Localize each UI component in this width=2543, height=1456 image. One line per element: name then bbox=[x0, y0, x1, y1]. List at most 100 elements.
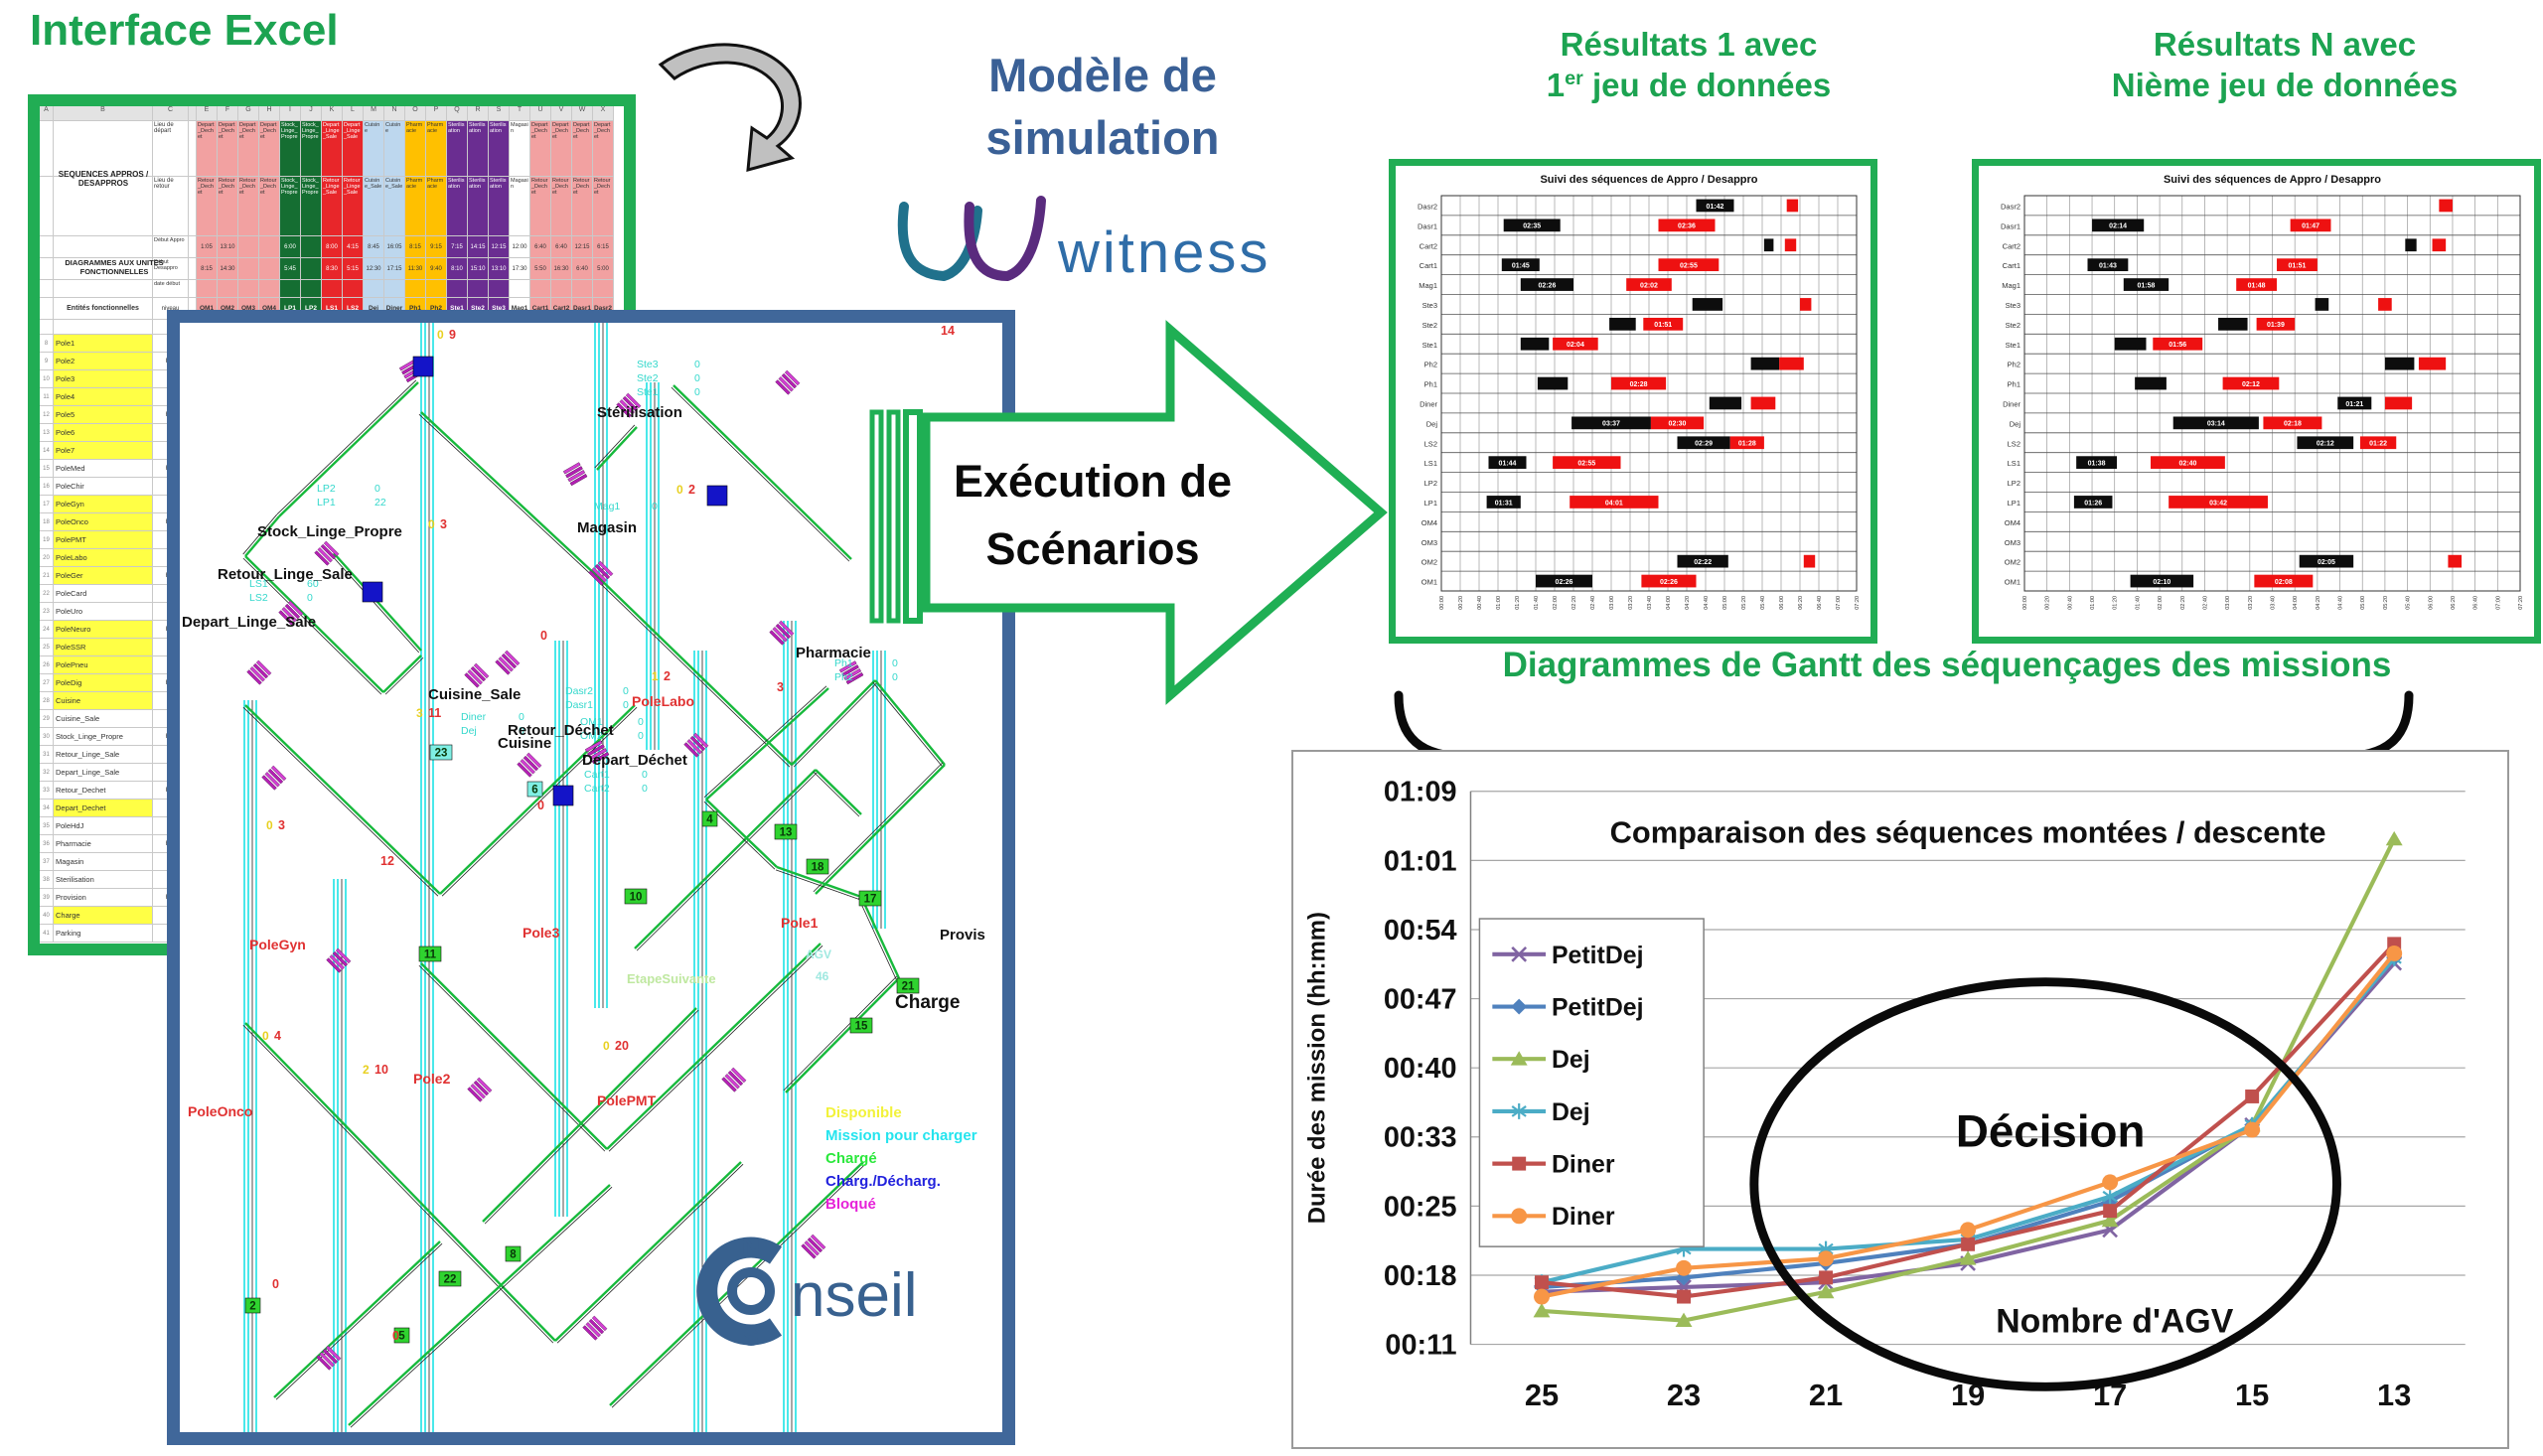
gantt-bar bbox=[1786, 199, 1799, 213]
gantt-tick: 04:40 bbox=[1704, 596, 1710, 610]
gantt-tick: 05:20 bbox=[2383, 596, 2389, 610]
count-chip: 5 bbox=[393, 1327, 410, 1344]
gantt-bar bbox=[1779, 357, 1804, 370]
gantt-bar: 02:08 bbox=[2254, 574, 2314, 588]
gantt-row-label: Diner bbox=[2003, 400, 2020, 409]
gantt-row-label: Ph2 bbox=[2008, 361, 2020, 369]
gantt-row-label: Ste3 bbox=[1422, 301, 1437, 310]
svg-text:3: 3 bbox=[777, 680, 784, 694]
svg-text:N: N bbox=[742, 1234, 759, 1260]
gantt-bar: 02:12 bbox=[2222, 376, 2280, 390]
gantt-tick: 05:40 bbox=[2406, 596, 2412, 610]
gantt-tick: 07:00 bbox=[2495, 596, 2501, 610]
svg-text:0: 0 bbox=[694, 386, 700, 398]
svg-text:02:30: 02:30 bbox=[1669, 421, 1687, 428]
svg-text:0: 0 bbox=[642, 769, 648, 781]
svg-text:0: 0 bbox=[638, 716, 644, 728]
svg-text:01:22: 01:22 bbox=[2369, 441, 2387, 448]
svg-text:0: 0 bbox=[892, 671, 898, 683]
gantt-row-label: OM1 bbox=[2005, 578, 2020, 587]
chart-title: Comparaison des séquences montées / desc… bbox=[1610, 814, 2326, 849]
gantt-bar bbox=[2218, 317, 2248, 331]
svg-text:02:14: 02:14 bbox=[2109, 223, 2127, 230]
gantt-bar: 01:51 bbox=[1643, 317, 1684, 331]
legend-label: Diner bbox=[1552, 1152, 1615, 1179]
gantt-bar bbox=[1609, 317, 1636, 331]
map-label: EtapeSuivante bbox=[627, 971, 716, 986]
gantt-tick: 00:40 bbox=[1477, 596, 1483, 610]
decision-ellipse bbox=[1749, 977, 2341, 1391]
gantt-bar: 02:30 bbox=[1650, 416, 1705, 430]
gantt-bar bbox=[2135, 376, 2167, 390]
svg-text:01:45: 01:45 bbox=[1512, 263, 1530, 270]
witness-wordmark: witness bbox=[1057, 220, 1271, 285]
gantt-bar: 02:14 bbox=[2092, 218, 2145, 232]
svg-text:02:12: 02:12 bbox=[2317, 441, 2334, 448]
gantt-row-label: LS1 bbox=[2008, 459, 2020, 468]
map-label: Retour_Linge_Sale bbox=[218, 566, 353, 583]
agv-path bbox=[634, 769, 819, 951]
svg-text:LS1: LS1 bbox=[249, 578, 268, 590]
svg-text:0: 0 bbox=[262, 1029, 269, 1043]
svg-text:0: 0 bbox=[623, 685, 629, 697]
gantt-title: Suivi des séquences de Appro / Desappro bbox=[1540, 174, 1757, 186]
gantt-bar: 02:18 bbox=[2263, 416, 2322, 430]
gantt-bar: 02:36 bbox=[1658, 218, 1716, 232]
gantt-tick: 06:00 bbox=[2428, 596, 2434, 610]
gantt-tick: 04:00 bbox=[1666, 596, 1672, 610]
y-tick-label: 00:25 bbox=[1384, 1191, 1457, 1223]
agv-marker bbox=[362, 581, 383, 603]
svg-text:0: 0 bbox=[676, 483, 683, 497]
execution-label-line2: Scénarios bbox=[985, 523, 1199, 574]
count-chip: 22 bbox=[438, 1270, 462, 1287]
svg-text:3: 3 bbox=[416, 706, 423, 720]
agv-path bbox=[791, 679, 878, 768]
gantt-row-label: Ph2 bbox=[1424, 361, 1437, 369]
execution-arrow: Exécution de Scénarios bbox=[869, 320, 1388, 705]
x-tick-label: 21 bbox=[1809, 1378, 1843, 1412]
svg-text:01:42: 01:42 bbox=[1707, 204, 1724, 211]
x-tick-label: 25 bbox=[1525, 1378, 1559, 1412]
count-chip: 11 bbox=[418, 946, 442, 962]
results-n-line2: Nième jeu de données bbox=[2111, 67, 2459, 104]
gantt-tick: 05:40 bbox=[1760, 596, 1766, 610]
gantt-row-label: LP1 bbox=[1424, 499, 1437, 508]
svg-text:02:12: 02:12 bbox=[2242, 381, 2260, 388]
svg-text:0: 0 bbox=[603, 1039, 610, 1053]
gantt-tick: 06:20 bbox=[1798, 596, 1804, 610]
agv-path bbox=[554, 1161, 744, 1344]
gantt-row-label: OM4 bbox=[2005, 518, 2020, 527]
svg-text:02:04: 02:04 bbox=[1567, 342, 1584, 349]
agv-path bbox=[242, 513, 280, 557]
gantt-bar: 01:42 bbox=[1696, 199, 1734, 213]
count-chip: 15 bbox=[849, 1017, 873, 1034]
agv-path bbox=[857, 896, 901, 980]
results-n-title: Résultats N avec Nième jeu de données bbox=[2026, 24, 2543, 106]
agv-path bbox=[594, 424, 638, 471]
agv-path bbox=[606, 943, 823, 1152]
agv-path bbox=[418, 411, 598, 579]
agv-path bbox=[273, 1240, 443, 1400]
gantt-bar: 02:29 bbox=[1677, 436, 1730, 450]
curved-arrow-icon bbox=[658, 43, 802, 173]
gantt-row-label: Mag1 bbox=[2002, 281, 2020, 290]
simulation-model-line1: Modèle de bbox=[988, 49, 1217, 101]
svg-text:0: 0 bbox=[537, 799, 544, 812]
svg-text:0: 0 bbox=[638, 730, 644, 742]
gantt-bar: 03:14 bbox=[2172, 416, 2259, 430]
station-icon bbox=[769, 620, 795, 646]
svg-text:01:47: 01:47 bbox=[2302, 223, 2319, 230]
map-label: Pole2 bbox=[413, 1071, 451, 1087]
agv-marker bbox=[706, 485, 728, 507]
y-tick-label: 00:33 bbox=[1384, 1122, 1457, 1154]
svg-text:23: 23 bbox=[435, 748, 448, 760]
svg-text:12: 12 bbox=[380, 854, 394, 868]
gantt-bar: 03:42 bbox=[2169, 496, 2268, 509]
